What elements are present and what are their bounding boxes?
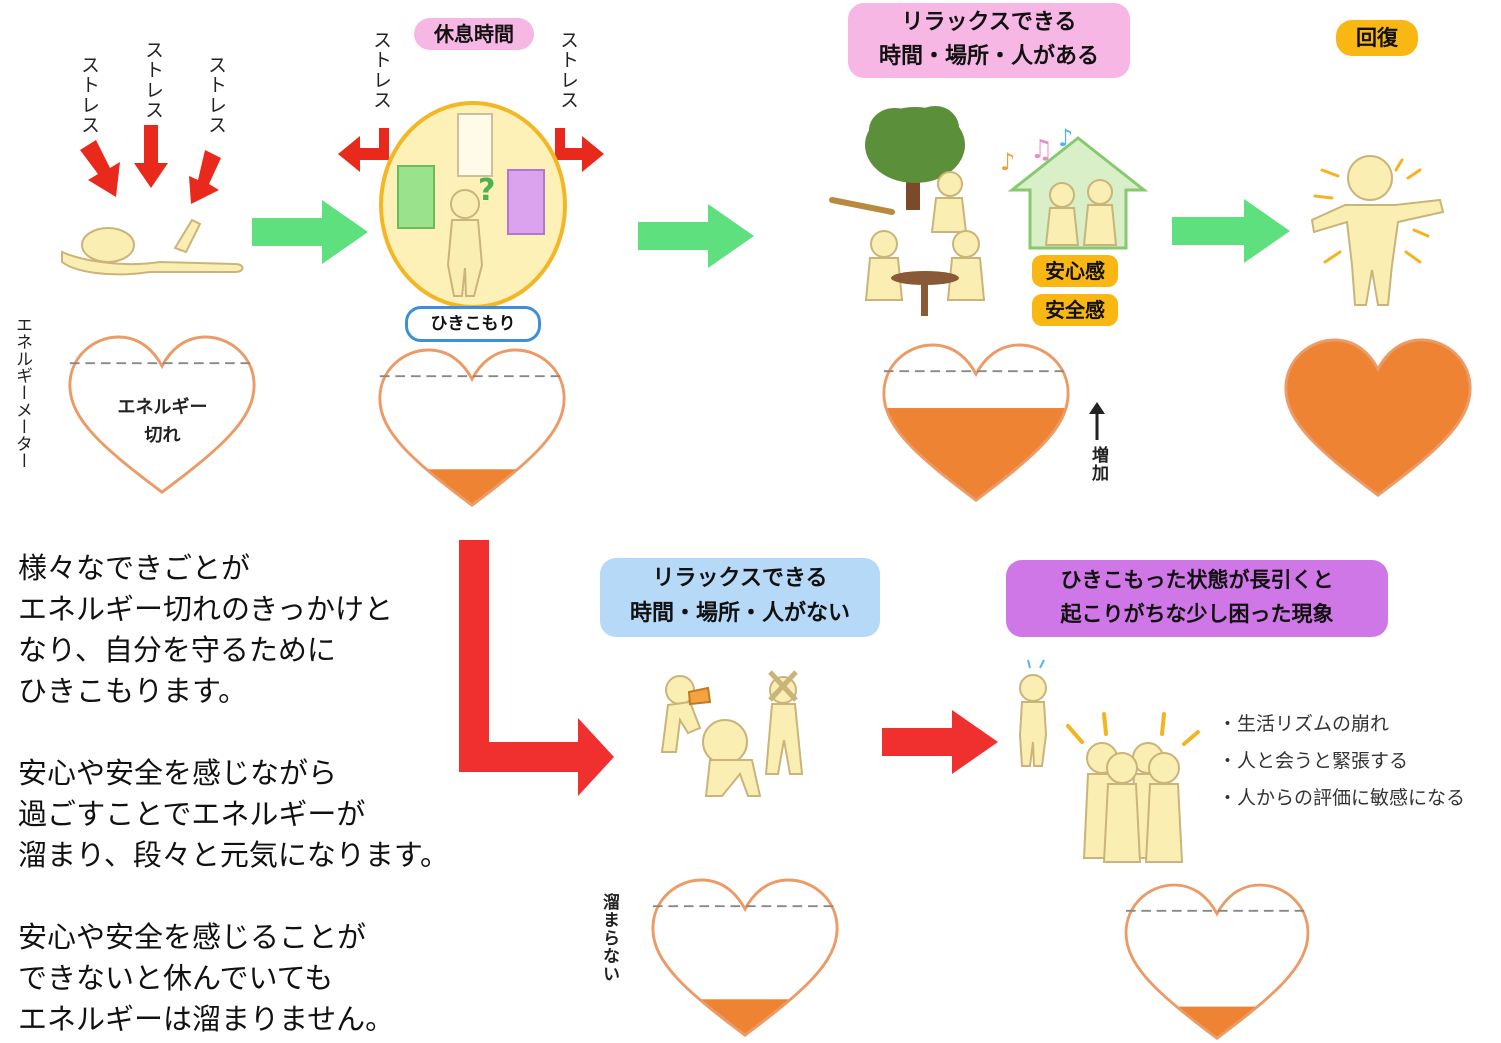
badge-line: 時間・場所・人がない bbox=[629, 601, 850, 626]
stress-label: ストレス bbox=[142, 40, 164, 120]
recovered-person-figure bbox=[1310, 155, 1445, 306]
stress-label: ストレス bbox=[78, 55, 100, 135]
red-arrow bbox=[882, 710, 998, 774]
energy-heart-stage4 bbox=[1284, 338, 1472, 497]
energy-heart-stage2 bbox=[378, 348, 566, 507]
withdrawal-room-circle: ? bbox=[379, 101, 567, 309]
explanation-paragraph: 安心や安全を感じながら 過ごすことでエネルギーが 溜まり、段々と元気になります。 bbox=[18, 756, 449, 872]
green-arrow bbox=[252, 200, 368, 264]
badge-line: リラックスできる bbox=[901, 10, 1077, 35]
relax-unavailable-badge: リラックスできる 時間・場所・人がない bbox=[600, 558, 880, 637]
bat-icon bbox=[829, 197, 895, 215]
relax-available-badge: リラックスできる 時間・場所・人がある bbox=[848, 3, 1130, 78]
heart-text-line: エネルギー bbox=[117, 397, 208, 418]
badge-line: 起こりがちな少し困った現象 bbox=[1060, 602, 1334, 626]
badge-line: 時間・場所・人がある bbox=[878, 44, 1099, 69]
recovery-badge: 回復 bbox=[1336, 20, 1418, 56]
svg-text:♪: ♪ bbox=[1000, 148, 1015, 176]
stress-label: ストレス bbox=[370, 30, 392, 110]
energy-heart-stage3 bbox=[882, 343, 1070, 502]
heart-text: エネルギー 切れ bbox=[100, 394, 225, 450]
stress-label: ストレス bbox=[205, 55, 227, 135]
energy-heart-stage6 bbox=[1124, 883, 1310, 1041]
tree-icon bbox=[865, 106, 965, 210]
svg-text:♪: ♪ bbox=[1058, 124, 1073, 152]
badge-line: リラックスできる bbox=[652, 566, 828, 591]
badge-line: ひきこもった状態が長引くと bbox=[1060, 568, 1334, 592]
green-arrow bbox=[638, 204, 754, 268]
increase-label: 増加 bbox=[1088, 446, 1108, 482]
not-accumulate-label: 溜まらない bbox=[599, 893, 619, 983]
distressed-people-figure bbox=[660, 670, 804, 797]
issue-item: ・人と会うと緊張する bbox=[1218, 750, 1409, 772]
lying-person-figure bbox=[61, 218, 244, 276]
sense-of-security-badge: 安心感 bbox=[1032, 255, 1118, 287]
sense-of-safety-badge: 安全感 bbox=[1032, 294, 1118, 326]
stress-arrow bbox=[80, 125, 221, 204]
energy-heart-stage1 bbox=[68, 335, 256, 494]
explanation-paragraph: 様々なできごとが エネルギー切れのきっかけと なり、自分を守るために ひきこもり… bbox=[18, 551, 393, 708]
nervous-person-figure bbox=[1018, 659, 1048, 767]
crowd-figure bbox=[1066, 712, 1200, 863]
rest-time-badge: 休息時間 bbox=[414, 18, 534, 50]
svg-text:?: ? bbox=[478, 173, 495, 208]
energy-heart-stage5 bbox=[651, 878, 839, 1037]
increase-arrow bbox=[1089, 402, 1105, 440]
withdrawal-badge: ひきこもり bbox=[405, 306, 541, 342]
stress-label: ストレス bbox=[557, 30, 579, 110]
stress-arrow bbox=[338, 128, 604, 172]
issue-list: ・生活リズムの崩れ ・人と会うと緊張する ・人からの評価に敏感になる bbox=[1218, 706, 1465, 817]
explanation-paragraph: 安心や安全を感じることが できないと休んでいても エネルギーは溜まりません。 bbox=[18, 920, 395, 1036]
relaxing-people-figure bbox=[864, 171, 1118, 301]
heart-text-line: 切れ bbox=[144, 425, 181, 446]
red-arrow bbox=[459, 540, 614, 796]
issue-item: ・人からの評価に敏感になる bbox=[1218, 787, 1466, 809]
prolonged-withdrawal-badge: ひきこもった状態が長引くと 起こりがちな少し困った現象 bbox=[1006, 560, 1388, 637]
table-icon bbox=[891, 271, 959, 316]
green-arrow bbox=[1172, 199, 1290, 263]
issue-item: ・生活リズムの崩れ bbox=[1218, 713, 1390, 735]
svg-text:♫: ♫ bbox=[1030, 135, 1053, 165]
energy-meter-label: エネルギーメーター bbox=[12, 316, 32, 469]
